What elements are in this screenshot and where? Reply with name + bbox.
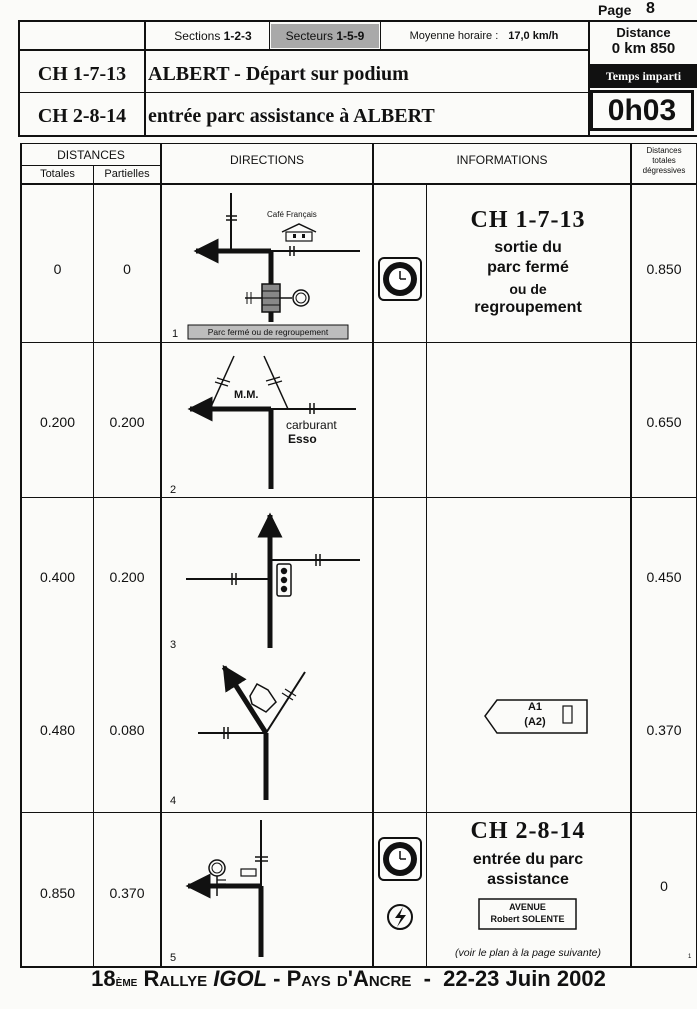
col-degressives-line: Distances bbox=[646, 146, 682, 155]
temps-value: 0h03 bbox=[590, 90, 694, 131]
start-title: ALBERT - Départ sur podium bbox=[148, 62, 409, 85]
distance-label: Distance bbox=[616, 25, 671, 40]
tulip-row2 bbox=[187, 355, 356, 489]
footer-rallye: Rallye bbox=[143, 966, 208, 991]
row1-info-line: sortie du bbox=[494, 239, 562, 256]
end-ch-code: CH 2-8-14 bbox=[37, 104, 127, 127]
row3-degressive: 0.450 bbox=[646, 569, 682, 585]
avenue-label: AVENUE bbox=[509, 902, 546, 912]
a1-sign bbox=[484, 699, 588, 734]
assistance-lightning-icon bbox=[387, 904, 413, 930]
sections-label: Sections bbox=[174, 29, 221, 43]
secteurs-field: Secteurs 1-5-9 bbox=[271, 24, 379, 48]
footer-sep: - bbox=[423, 966, 431, 991]
secteurs-label: Secteurs bbox=[285, 29, 333, 43]
row4-totale: 0.480 bbox=[39, 722, 76, 738]
col-distances: DISTANCES bbox=[57, 148, 125, 162]
moyenne-label: Moyenne horaire : bbox=[409, 30, 499, 42]
footer-pays: Pays d'Ancre bbox=[286, 966, 412, 991]
row1-degressive: 0.850 bbox=[646, 261, 682, 277]
row5-totale: 0.850 bbox=[39, 885, 76, 901]
moyenne-field: Moyenne horaire : 17,0 km/h bbox=[382, 24, 586, 48]
end-title: entrée parc assistance à ALBERT bbox=[148, 104, 435, 127]
row1-info-ch: CH 1-7-13 bbox=[470, 207, 586, 233]
moyenne-value: 17,0 km/h bbox=[508, 30, 559, 42]
esso-label: Esso bbox=[288, 432, 317, 446]
parc-ferme-box bbox=[187, 324, 349, 340]
parc-ferme-label: Parc fermé ou de regroupement bbox=[207, 327, 329, 337]
sections-value: 1-2-3 bbox=[223, 29, 252, 43]
row5-partielle: 0.370 bbox=[109, 885, 145, 901]
traffic-light-icon bbox=[276, 563, 292, 597]
tulip-row5 bbox=[185, 820, 268, 957]
corner-mark: 1 bbox=[688, 954, 692, 960]
row4-degressive: 0.370 bbox=[646, 722, 682, 738]
distance-box: Distance 0 km 850 bbox=[590, 22, 697, 60]
footer-igol: IGOL bbox=[213, 966, 268, 991]
control-clock-icon bbox=[378, 257, 422, 301]
row4-partielle: 0.080 bbox=[109, 722, 145, 738]
row5-info-ch: CH 2-8-14 bbox=[470, 818, 586, 844]
avenue-sign bbox=[478, 898, 577, 930]
col-degressives: Distances totales dégressives bbox=[632, 146, 696, 176]
start-ch-code: CH 1-7-13 bbox=[37, 62, 127, 85]
page-number: 8 bbox=[646, 0, 655, 17]
row1-info-line: ou de bbox=[509, 281, 547, 297]
row1-info-line: parc fermé bbox=[487, 259, 569, 276]
row2-totale: 0.200 bbox=[39, 414, 76, 430]
row2-partielle: 0.200 bbox=[109, 414, 145, 430]
col-informations: INFORMATIONS bbox=[456, 153, 548, 167]
col-partielles: Partielles bbox=[104, 168, 150, 180]
avenue-name: Robert SOLENTE bbox=[490, 914, 565, 924]
row1-number: 1 bbox=[172, 328, 179, 340]
clock-icon bbox=[208, 859, 226, 877]
tulip-row3 bbox=[186, 512, 360, 648]
tulip-row4 bbox=[198, 664, 306, 800]
row3-partielle: 0.200 bbox=[109, 569, 145, 585]
row3-totale: 0.400 bbox=[39, 569, 76, 585]
plan-note: (voir le plan à la page suivante) bbox=[455, 947, 601, 959]
row2-number: 2 bbox=[170, 484, 177, 496]
page-label: Page bbox=[598, 2, 632, 18]
direction-panel-icon bbox=[249, 682, 277, 713]
col-degressives-line: dégressives bbox=[642, 166, 686, 175]
row3-number: 3 bbox=[170, 639, 177, 651]
col-totales: Totales bbox=[40, 168, 75, 180]
row5-degressive: 0 bbox=[660, 878, 668, 894]
row1-info-line: regroupement bbox=[474, 299, 582, 316]
col-degressives-line: totales bbox=[652, 156, 676, 165]
cafe-label: Café Français bbox=[267, 210, 317, 219]
footer-dates: 22-23 Juin 2002 bbox=[443, 966, 606, 991]
mm-label: M.M. bbox=[234, 389, 259, 401]
row5-info-line: entrée du parc bbox=[472, 851, 584, 868]
row5-info-line: assistance bbox=[487, 871, 569, 888]
footer-eme: ème bbox=[115, 973, 138, 989]
sign-a2-text: (A2) bbox=[524, 716, 546, 728]
sign-a1-text: A1 bbox=[527, 701, 543, 713]
sections-field: Sections 1-2-3 bbox=[160, 24, 266, 48]
row1-partielle: 0 bbox=[123, 261, 131, 277]
control-clock-icon bbox=[378, 837, 422, 881]
footer: 18ème Rallye IGOL - Pays d'Ancre - 22-23… bbox=[0, 966, 697, 992]
temps-label: Temps imparti bbox=[590, 64, 697, 88]
row5-number: 5 bbox=[170, 952, 177, 964]
footer-num: 18 bbox=[91, 966, 116, 991]
clock-icon bbox=[292, 289, 310, 307]
footer-sep: - bbox=[273, 966, 281, 991]
carburant-label: carburant bbox=[286, 418, 337, 432]
row4-number: 4 bbox=[170, 795, 177, 807]
row1-totale: 0 bbox=[53, 261, 62, 277]
tulip-row1 bbox=[187, 193, 360, 340]
row2-degressive: 0.650 bbox=[646, 414, 682, 430]
col-directions: DIRECTIONS bbox=[229, 153, 304, 167]
cafe-house-icon bbox=[281, 223, 317, 233]
distance-value: 0 km 850 bbox=[611, 40, 676, 57]
secteurs-value: 1-5-9 bbox=[336, 29, 365, 43]
